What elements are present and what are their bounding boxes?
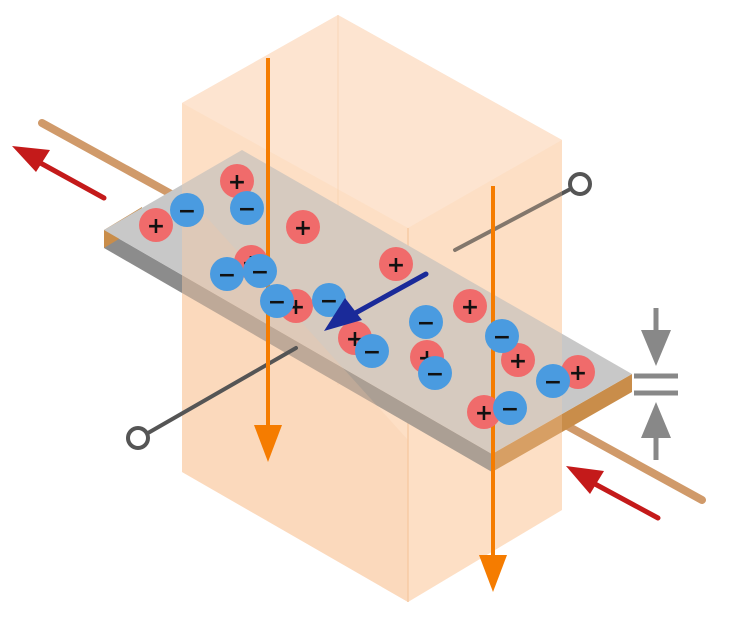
negative-sign: − bbox=[320, 289, 338, 314]
negative-charge: − bbox=[243, 254, 277, 288]
charge-carriers: ++++++++++++−−−−−−−−−−−− bbox=[139, 164, 595, 429]
positive-charge: + bbox=[501, 343, 535, 377]
negative-charge: − bbox=[230, 191, 264, 225]
negative-sign: − bbox=[178, 199, 196, 224]
magnetic-field-arrow-right bbox=[479, 186, 507, 592]
positive-charge: + bbox=[286, 210, 320, 244]
voltage-lead-bottom bbox=[146, 346, 298, 435]
negative-charge: − bbox=[409, 305, 443, 339]
negative-sign: − bbox=[268, 290, 286, 315]
positive-charge: + bbox=[467, 395, 501, 429]
negative-sign: − bbox=[363, 340, 381, 365]
negative-sign: − bbox=[493, 325, 511, 350]
lorentz-force-arrow bbox=[324, 271, 429, 331]
negative-sign: − bbox=[238, 197, 256, 222]
positive-charge: + bbox=[139, 208, 173, 242]
positive-sign: + bbox=[294, 216, 312, 241]
negative-sign: − bbox=[251, 260, 269, 285]
positive-sign: + bbox=[569, 361, 587, 386]
negative-sign: − bbox=[218, 263, 236, 288]
current-arrow-right bbox=[566, 466, 661, 521]
hall-plate bbox=[104, 150, 632, 472]
positive-charge: + bbox=[379, 247, 413, 281]
current-wire-left bbox=[38, 119, 186, 204]
positive-charge: + bbox=[453, 289, 487, 323]
negative-charge: − bbox=[355, 334, 389, 368]
negative-sign: − bbox=[544, 370, 562, 395]
positive-sign: + bbox=[475, 401, 493, 426]
positive-charge: + bbox=[220, 164, 254, 198]
positive-sign: + bbox=[387, 253, 405, 278]
negative-sign: − bbox=[501, 397, 519, 422]
negative-charge: − bbox=[485, 319, 519, 353]
negative-charge: − bbox=[210, 257, 244, 291]
positive-sign: + bbox=[509, 349, 527, 374]
positive-sign: + bbox=[228, 170, 246, 195]
thickness-indicator-icon bbox=[634, 308, 678, 460]
magnetic-field-arrow-left bbox=[254, 58, 282, 462]
negative-sign: − bbox=[417, 311, 435, 336]
open-circle-terminal-icon bbox=[126, 426, 150, 450]
negative-charge: − bbox=[260, 284, 294, 318]
negative-charge: − bbox=[312, 283, 346, 317]
voltage-lead-top bbox=[453, 183, 580, 252]
current-wire-right bbox=[558, 419, 706, 504]
negative-charge: − bbox=[418, 356, 452, 390]
open-circle-terminal-icon bbox=[568, 172, 592, 196]
negative-charge: − bbox=[493, 391, 527, 425]
positive-sign: + bbox=[147, 214, 165, 239]
negative-sign: − bbox=[426, 362, 444, 387]
current-arrow-left bbox=[12, 146, 107, 201]
positive-sign: + bbox=[461, 295, 479, 320]
negative-charge: − bbox=[170, 193, 204, 227]
negative-charge: − bbox=[536, 364, 570, 398]
